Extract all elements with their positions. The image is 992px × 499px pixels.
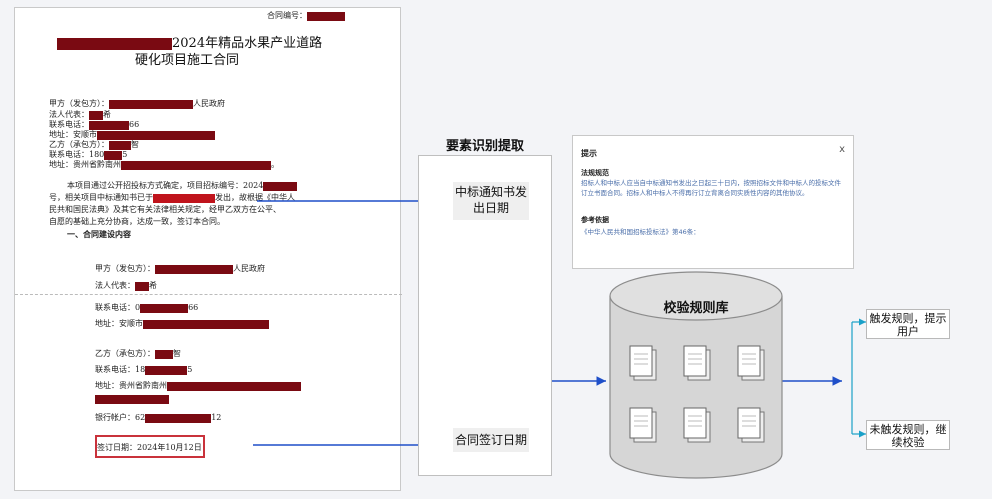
redaction (95, 394, 169, 404)
doc-title-line1: 2024年精品水果产业道路 (57, 32, 322, 51)
redaction (143, 319, 269, 329)
sign-date-highlight (95, 435, 205, 458)
redaction (155, 264, 233, 274)
redaction (109, 99, 193, 109)
redaction (104, 150, 123, 160)
doc-title-line2: 硬化项目施工合同 (135, 53, 240, 68)
party-a: 甲方（发包方）：人民政府 (49, 99, 225, 109)
party-b: 乙方（承包方）：智 (49, 140, 139, 150)
p2-party-b: 乙方（承包方）：智 (95, 349, 181, 359)
body-line1: 本项目通过公开招投标方式确定，项目招标编号：2024 (67, 180, 298, 191)
legal-rep: 法人代表：希 (49, 110, 111, 120)
tip-section1-title: 法规规范 (581, 169, 609, 177)
redaction (57, 37, 172, 50)
rules-db-label: 校验规则库 (663, 301, 729, 316)
body-line4: 自愿的基础上充分协商，达成一致，签订本合同。 (49, 217, 225, 226)
rules-db-cylinder (609, 271, 783, 479)
body-line2: 号，相关项目中标通知书已于发出，故根据《中华人 (49, 193, 295, 203)
section-heading: 一、合同建设内容 (67, 229, 131, 239)
redaction (140, 303, 189, 313)
redaction (135, 281, 149, 291)
extraction-panel: 中标通知书发出日期 合同签订日期 (418, 155, 552, 476)
document-icon (683, 345, 711, 381)
tip-dialog: 提示 x 法规规范 招标人和中标人应当自中标通知书发出之日起三十日内，按照招标文… (572, 135, 854, 269)
contract-no: 合同编号： (267, 10, 345, 21)
sign-date: 签订日期：2024年10月12日 (97, 443, 202, 452)
redaction (145, 413, 212, 423)
redaction (109, 140, 131, 150)
result-triggered: 触发规则，提示用户 (866, 309, 950, 339)
redaction (97, 130, 215, 140)
document-icon (683, 407, 711, 443)
tip-section2-title: 参考依据 (581, 216, 609, 224)
extracted-notice-date: 中标通知书发出日期 (453, 182, 529, 220)
p2-address-b-cont (95, 394, 169, 404)
document-icon (737, 407, 765, 443)
tip-section2-text: 《中华人民共和国招标投标法》第46条： (581, 228, 700, 236)
phone-a: 联系电话：66 (49, 120, 140, 130)
p2-address-a: 地址：安顺市 (95, 318, 269, 329)
redaction (167, 381, 301, 391)
address-b: 地址：贵州省黔南州。 (49, 160, 279, 170)
close-icon[interactable]: x (839, 144, 845, 155)
p2-legal-rep: 法人代表：希 (95, 281, 157, 291)
tip-title: 提示 (581, 149, 597, 158)
highlighted-date (153, 193, 215, 203)
redaction (89, 120, 129, 130)
document-icon (629, 407, 657, 443)
redaction (145, 365, 188, 375)
redaction (89, 110, 103, 120)
extracted-sign-date: 合同签订日期 (453, 428, 529, 452)
tip-section1-text: 招标人和中标人应当自中标通知书发出之日起三十日内，按照招标文件和中标人的投标文件… (581, 179, 841, 197)
redaction (155, 349, 173, 359)
page-break (15, 294, 402, 295)
body-line3: 民共和国民法典》及其它有关法律相关规定，经甲乙双方在公平、 (49, 205, 281, 214)
redaction (307, 11, 345, 21)
extraction-header: 要素识别提取 (445, 139, 524, 154)
p2-party-a: 甲方（发包方）：人民政府 (95, 264, 265, 274)
contract-document: 合同编号： 2024年精品水果产业道路 硬化项目施工合同 甲方（发包方）：人民政… (14, 7, 402, 491)
address-a: 地址：安顺市 (49, 129, 215, 140)
document-icon (737, 345, 765, 381)
document-icons (629, 345, 765, 443)
result-not-triggered: 未触发规则，继续校验 (866, 420, 950, 450)
document-icon (629, 345, 657, 381)
redaction (121, 160, 271, 170)
p2-address-b: 地址：贵州省黔南州 (95, 380, 301, 391)
redaction (263, 181, 298, 191)
